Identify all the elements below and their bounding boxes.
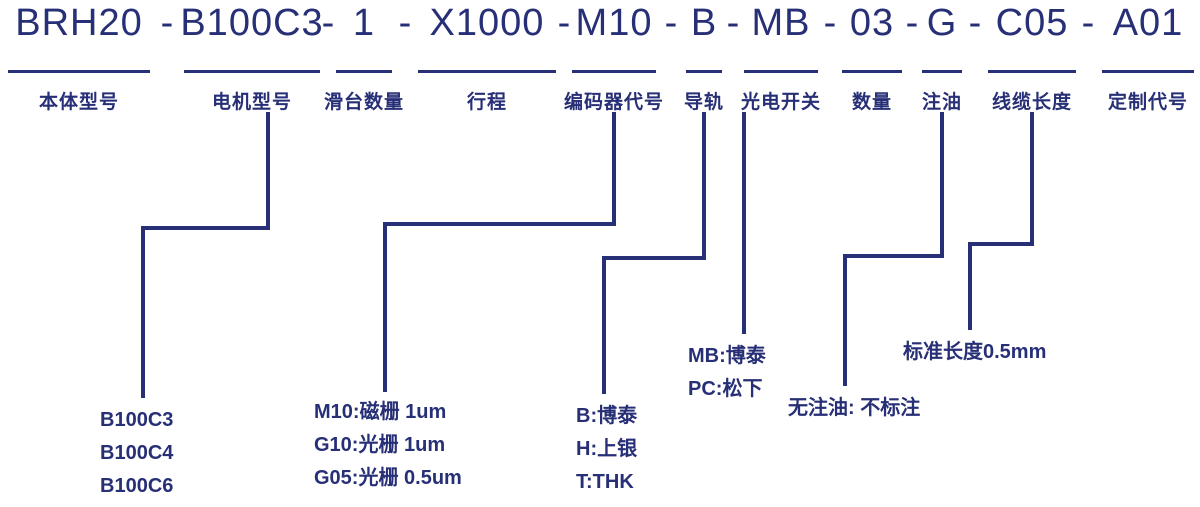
list-item: B100C6 — [100, 475, 174, 497]
list-item: B:博泰 — [576, 405, 638, 427]
code-separator: - — [1081, 2, 1095, 44]
encoder-connector-line — [612, 112, 616, 226]
segment-underline — [988, 70, 1076, 73]
code-separator: - — [398, 2, 412, 44]
code-segment: G 注油 — [922, 0, 962, 115]
segment-label: 行程 — [466, 92, 508, 113]
segment-code-text: X1000 — [429, 2, 545, 44]
segment-code-text: BRH20 — [15, 2, 143, 44]
segment-label: 电机型号 — [211, 92, 293, 113]
code-segment: B100C3 电机型号 — [180, 0, 322, 115]
list-item: M10:磁栅 1um — [314, 401, 447, 423]
segment-underline — [1102, 70, 1194, 73]
oil-connector-line — [843, 254, 847, 386]
list-item: G10:光栅 1um — [314, 434, 446, 456]
segment-code-text: M10 — [575, 2, 653, 44]
segment-label: 定制代号 — [1107, 92, 1189, 113]
segment-code-text: B100C3 — [180, 2, 324, 44]
cable-connector-line — [1030, 112, 1034, 246]
rail-connector-line — [602, 256, 706, 260]
motor-model-list: B100C3 B100C4 B100C6 — [100, 404, 173, 503]
segment-label: 光电开关 — [740, 92, 822, 113]
rail-connector-line — [602, 256, 606, 394]
rail-connector-line — [702, 112, 706, 260]
segment-underline — [922, 70, 962, 73]
segment-underline — [744, 70, 818, 73]
cable-connector-line — [968, 242, 1034, 246]
oil-connector-line — [940, 112, 944, 258]
encoder-connector-line — [383, 222, 387, 392]
code-segment: 03 数量 — [842, 0, 902, 115]
cable-connector-line — [968, 242, 972, 330]
segment-underline — [842, 70, 902, 73]
code-separator: - — [321, 2, 335, 44]
list-item: T:THK — [576, 471, 634, 493]
code-segment: X1000 行程 — [418, 0, 556, 115]
segment-label: 本体型号 — [38, 92, 120, 113]
code-segment: M10 编码器代号 — [564, 0, 663, 115]
segment-underline — [184, 70, 320, 73]
segment-label: 导轨 — [683, 92, 725, 113]
rail-code-list: B:博泰 H:上银 T:THK — [576, 400, 637, 499]
code-segment: 1 滑台数量 — [324, 0, 403, 115]
code-separator: - — [557, 2, 571, 44]
code-separator: - — [823, 2, 837, 44]
segment-label: 滑台数量 — [323, 92, 405, 113]
list-item: B100C3 — [100, 409, 174, 431]
switch-code-list: MB:博泰 PC:松下 — [688, 340, 766, 406]
segment-code-text: G — [926, 2, 958, 44]
motor-connector-line — [141, 226, 270, 230]
code-separator: - — [968, 2, 982, 44]
code-segment: MB 光电开关 — [740, 0, 822, 115]
segment-underline — [336, 70, 392, 73]
motor-connector-line — [266, 112, 270, 230]
segment-code-text: 03 — [849, 2, 895, 44]
oil-connector-line — [843, 254, 944, 258]
list-item: G05:光栅 0.5um — [314, 467, 462, 489]
segment-underline — [686, 70, 722, 73]
switch-connector-line — [742, 112, 746, 334]
encoder-code-list: M10:磁栅 1um G10:光栅 1um G05:光栅 0.5um — [314, 396, 462, 495]
segment-label: 编码器代号 — [563, 92, 665, 113]
code-segment: A01 定制代号 — [1102, 0, 1194, 115]
list-item: PC:松下 — [688, 378, 763, 400]
motor-connector-line — [141, 226, 145, 398]
code-separator: - — [905, 2, 919, 44]
code-separator: - — [726, 2, 740, 44]
segment-label: 数量 — [851, 92, 893, 113]
list-item: H:上银 — [576, 438, 638, 460]
segment-label: 注油 — [921, 92, 963, 113]
list-item: MB:博泰 — [688, 345, 766, 367]
code-segment: B 导轨 — [683, 0, 725, 115]
list-item: B100C4 — [100, 442, 174, 464]
segment-label: 线缆长度 — [991, 92, 1073, 113]
cable-note: 标准长度0.5mm — [903, 341, 1047, 363]
segment-underline — [8, 70, 150, 73]
segment-underline — [418, 70, 556, 73]
segment-code-text: MB — [751, 2, 811, 44]
code-segment: BRH20 本体型号 — [8, 0, 150, 115]
code-separator: - — [160, 2, 174, 44]
code-separator: - — [664, 2, 678, 44]
code-segment: C05 线缆长度 — [988, 0, 1076, 115]
segment-underline — [572, 70, 656, 73]
segment-code-text: C05 — [995, 2, 1069, 44]
segment-code-text: 1 — [352, 2, 376, 44]
segment-code-text: B — [690, 2, 718, 44]
encoder-connector-line — [383, 222, 616, 226]
oil-note: 无注油: 不标注 — [788, 397, 921, 419]
segment-code-text: A01 — [1112, 2, 1184, 44]
